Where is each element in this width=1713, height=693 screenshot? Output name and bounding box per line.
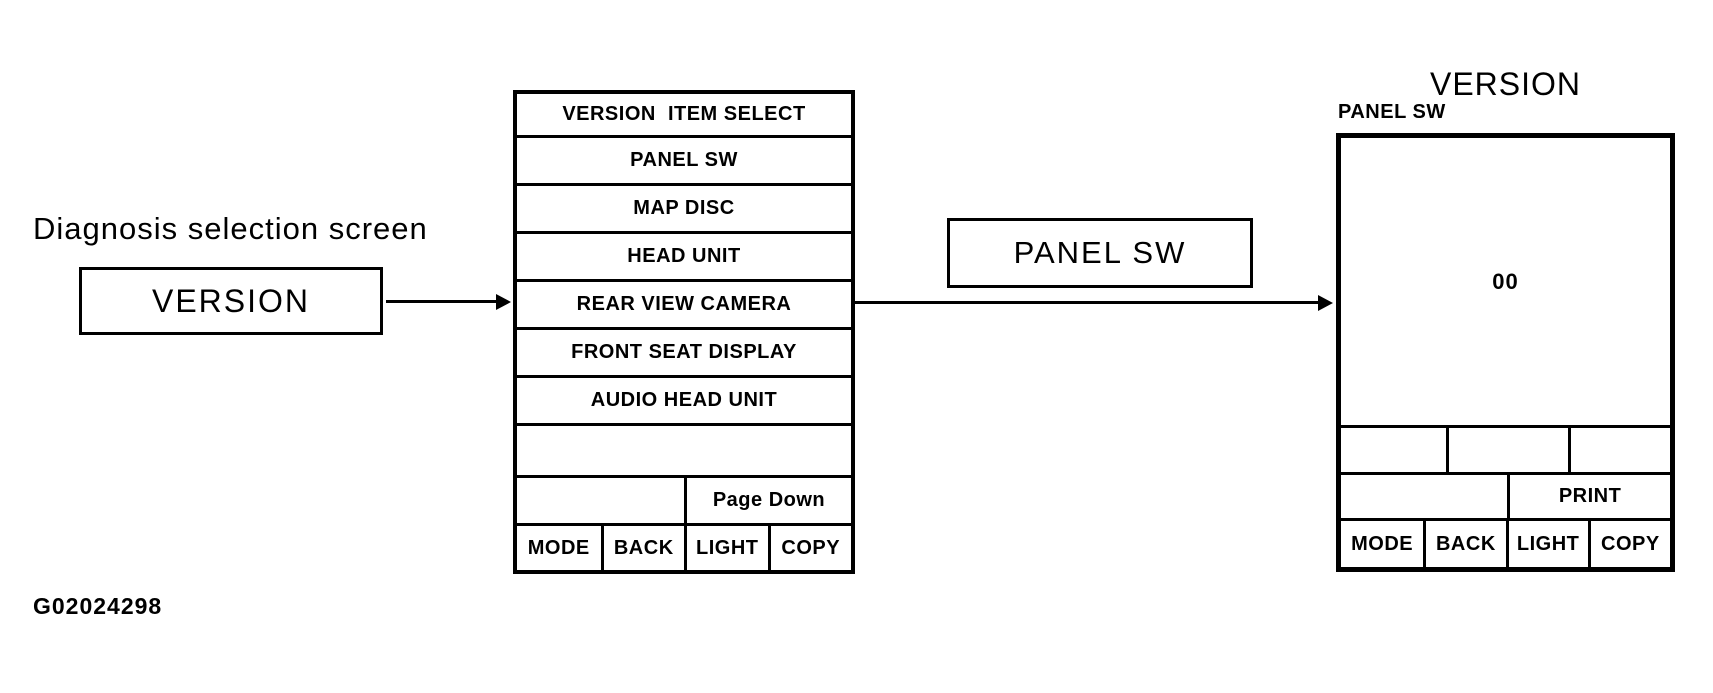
figure-id: G02024298 xyxy=(33,593,163,619)
result-print-row: PRINT xyxy=(1341,472,1670,518)
menu-buttons-row: MODE BACK LIGHT COPY xyxy=(517,523,851,570)
menu-item-panel-sw[interactable]: PANEL SW xyxy=(517,135,851,183)
arrow-version-to-menu-line xyxy=(386,300,498,303)
menu-item-map-disc[interactable]: MAP DISC xyxy=(517,183,851,231)
light-button[interactable]: LIGHT xyxy=(684,526,768,570)
menu-pagedown-row: Page Down xyxy=(517,475,851,523)
result-print-empty-cell xyxy=(1341,475,1507,518)
result-back-button[interactable]: BACK xyxy=(1423,521,1505,567)
diagnosis-selection-screen-caption: Diagnosis selection screen xyxy=(33,211,428,246)
result-display-value: 00 xyxy=(1492,268,1519,294)
result-mode-button[interactable]: MODE xyxy=(1351,532,1414,555)
menu-empty-row xyxy=(517,423,851,475)
back-button[interactable]: BACK xyxy=(600,526,685,570)
result-light-button[interactable]: LIGHT xyxy=(1505,521,1588,567)
panel-sw-transition-button[interactable]: PANEL SW xyxy=(947,218,1253,288)
print-button[interactable]: PRINT xyxy=(1507,475,1670,518)
panel-sw-result-screen: 00 PRINT MODE BACK LIGHT COPY xyxy=(1336,133,1675,572)
version-button[interactable]: VERSION xyxy=(79,267,383,335)
menu-item-audio-head-unit[interactable]: AUDIO HEAD UNIT xyxy=(517,375,851,423)
result-copy-button[interactable]: COPY xyxy=(1587,521,1670,567)
result-blank-cell-1 xyxy=(1341,428,1446,472)
mode-button[interactable]: MODE xyxy=(527,536,590,559)
arrow-menu-to-result-head-icon xyxy=(1318,295,1333,311)
result-blank-row xyxy=(1341,425,1670,472)
result-screen-title: VERSION xyxy=(1429,66,1582,102)
result-blank-cell-3 xyxy=(1567,428,1670,472)
version-button-label: VERSION xyxy=(151,282,311,319)
menu-item-rear-view-camera[interactable]: REAR VIEW CAMERA xyxy=(517,279,851,327)
result-screen-subtitle: PANEL SW xyxy=(1338,101,1446,123)
arrow-menu-to-result-line xyxy=(855,301,1320,304)
menu-item-head-unit[interactable]: HEAD UNIT xyxy=(517,231,851,279)
panel-sw-transition-label: PANEL SW xyxy=(1013,235,1187,270)
menu-pagedown-empty-cell xyxy=(517,478,684,523)
page-down-button[interactable]: Page Down xyxy=(684,478,851,523)
result-buttons-row: MODE BACK LIGHT COPY xyxy=(1341,518,1670,567)
copy-button[interactable]: COPY xyxy=(767,526,852,570)
result-blank-cell-2 xyxy=(1446,428,1568,472)
menu-header: VERSION ITEM SELECT xyxy=(562,103,806,125)
menu-item-front-seat-display[interactable]: FRONT SEAT DISPLAY xyxy=(517,327,851,375)
version-item-select-screen: VERSION ITEM SELECT PANEL SW MAP DISC HE… xyxy=(513,90,855,574)
result-display-area: 00 xyxy=(1341,138,1670,425)
arrow-version-to-menu-head-icon xyxy=(496,294,511,310)
